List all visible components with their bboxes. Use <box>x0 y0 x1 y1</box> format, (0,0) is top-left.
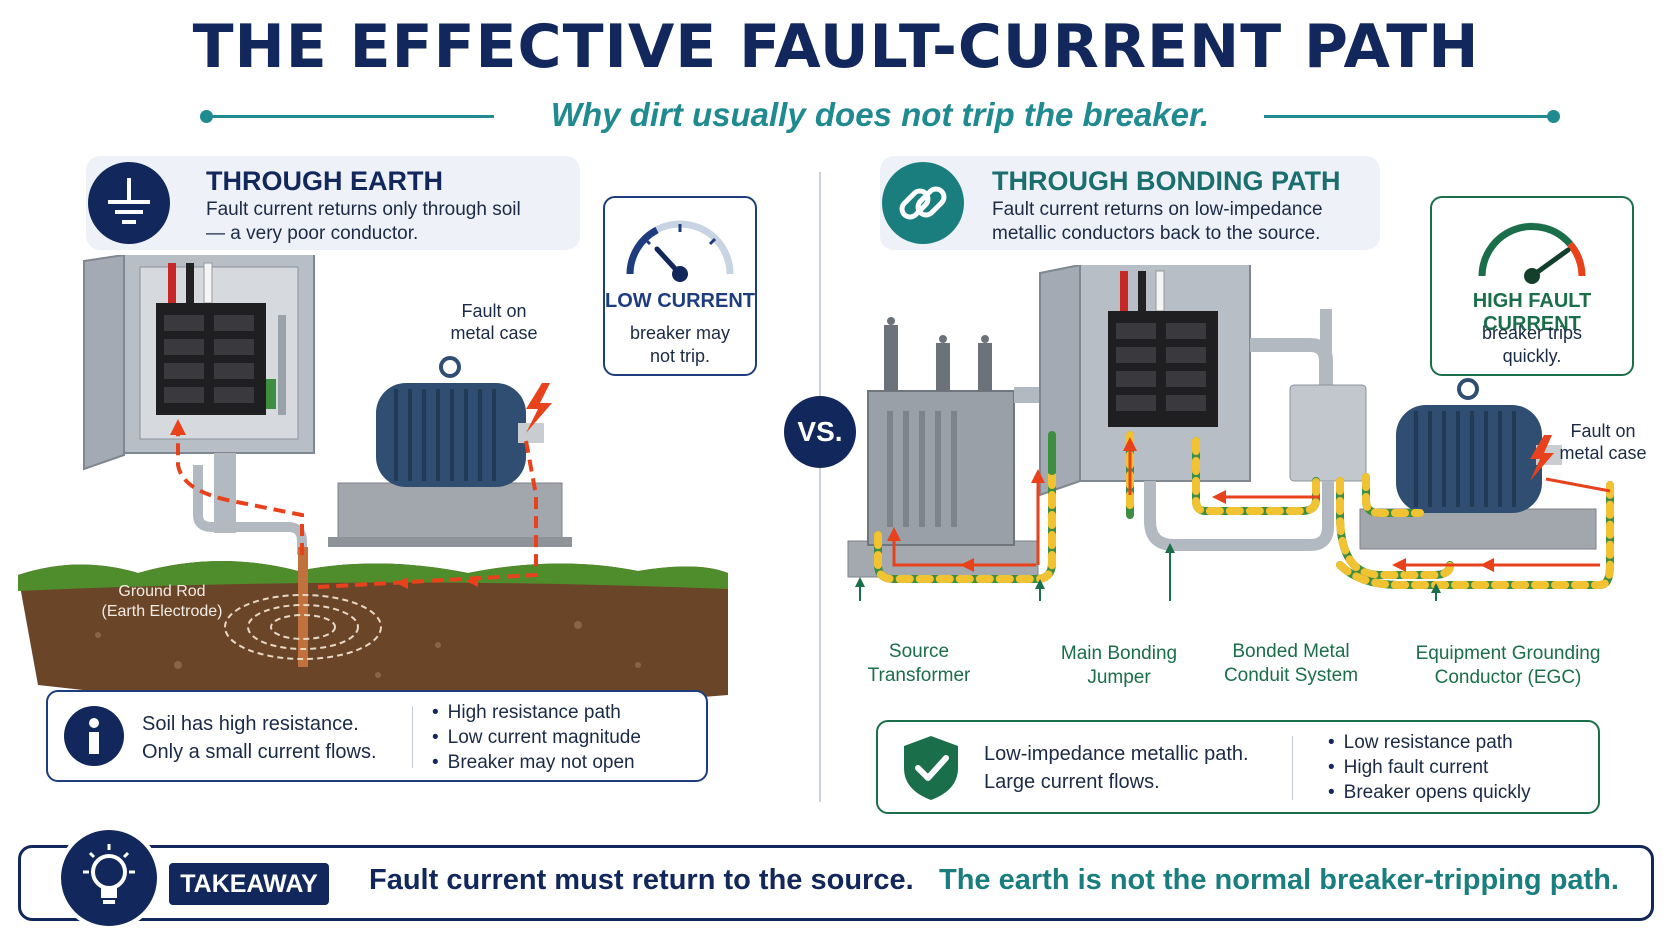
shield-check-icon <box>900 734 962 802</box>
left-fault-path <box>317 440 538 589</box>
ground-symbol-icon <box>88 162 170 244</box>
page-title: THE EFFECTIVE FAULT-CURRENT PATH <box>192 12 1480 82</box>
right-heading-title: THROUGH BONDING PATH <box>992 166 1341 196</box>
takeaway-text-1: Fault current must return to the source. <box>369 864 914 896</box>
left-heading-desc-1: Fault current returns only through soil <box>206 199 521 220</box>
subtitle-line-right <box>1264 115 1554 118</box>
junction-box <box>1289 384 1367 482</box>
right-heading-desc-1: Fault current returns on low-impedance <box>992 199 1323 220</box>
left-fault-label: Fault on metal case <box>450 301 538 343</box>
left-summary-separator <box>412 706 413 768</box>
right-summary-line-1: Low-impedance metallic path. <box>984 743 1249 765</box>
right-summary-separator <box>1292 736 1293 800</box>
list-item: High fault current <box>1328 755 1531 780</box>
low-current-gauge-card: LOW CURRENT breaker may not trip. <box>603 196 757 376</box>
subtitle-line-left <box>206 115 494 118</box>
right-summary-card: Low-impedance metallic path. Large curre… <box>876 720 1600 814</box>
low-current-desc-2: not trip. <box>649 346 711 366</box>
list-item: Low resistance path <box>1328 730 1531 755</box>
subtitle-dot-right <box>1547 110 1560 123</box>
high-gauge-icon <box>1478 222 1586 284</box>
takeaway-badge: TAKEAWAY <box>169 863 329 905</box>
motor-pad <box>337 482 563 544</box>
grass-layer <box>18 560 728 591</box>
list-item: Low current magnitude <box>432 725 641 750</box>
low-gauge-icon <box>626 220 734 282</box>
left-fault-bolt-icon <box>526 383 552 433</box>
ground-rod-label: Ground Rod (Earth Electrode) <box>101 583 223 620</box>
left-heading-desc-2: — a very poor conductor. <box>206 223 419 244</box>
high-fault-current-desc-1: breaker trips <box>1481 323 1583 343</box>
conduit-lower <box>1144 481 1334 551</box>
right-heading-desc-2: metallic conductors back to the source. <box>992 223 1321 244</box>
right-fault-bolt-icon <box>1530 435 1554 481</box>
earth-path-scene <box>18 255 728 708</box>
conduit-upper <box>1250 338 1333 385</box>
subtitle: Why dirt usually does not trip the break… <box>550 96 1210 133</box>
vs-badge: VS. <box>784 396 856 468</box>
list-item: Breaker opens quickly <box>1328 780 1531 805</box>
high-fault-current-title: HIGH FAULT CURRENT <box>1472 290 1592 335</box>
right-heading-card: THROUGH BONDING PATH Fault current retur… <box>880 156 1380 250</box>
right-summary-line-2: Large current flows. <box>984 771 1160 793</box>
subtitle-row: Why dirt usually does not trip the break… <box>200 96 1560 136</box>
left-heading-title: THROUGH EARTH <box>206 166 443 196</box>
low-current-title: LOW CURRENT <box>605 290 755 312</box>
bonding-path-scene <box>847 265 1614 601</box>
lightbulb-icon <box>57 826 161 930</box>
list-item: Breaker may not open <box>432 750 641 775</box>
left-summary-card: Soil has high resistance. Only a small c… <box>46 690 708 782</box>
label-equipment-grounding-conductor: Equipment Grounding Conductor (EGC) <box>1415 643 1601 688</box>
low-current-desc-1: breaker may <box>629 323 731 343</box>
high-fault-current-desc-2: quickly. <box>1502 346 1562 366</box>
left-summary-bullets: High resistance path Low current magnitu… <box>432 700 641 775</box>
info-icon <box>64 706 124 766</box>
chain-link-icon <box>882 162 964 244</box>
soil-layer <box>18 560 728 708</box>
ground-rod <box>298 547 308 667</box>
center-divider <box>819 172 821 802</box>
label-source-transformer: Source Transformer <box>867 641 971 686</box>
left-summary-line-2: Only a small current flows. <box>142 741 377 763</box>
panel-door <box>83 255 125 471</box>
left-heading-card: THROUGH EARTH Fault current returns only… <box>86 156 580 250</box>
right-summary-bullets: Low resistance path High fault current B… <box>1328 730 1531 805</box>
label-main-bonding-jumper: Main Bonding Jumper <box>1060 643 1178 688</box>
high-fault-current-gauge-card: HIGH FAULT CURRENT breaker trips quickly… <box>1430 196 1634 376</box>
takeaway-bar: TAKEAWAY Fault current must return to th… <box>18 826 1654 930</box>
right-motor-body <box>1396 405 1542 513</box>
list-item: High resistance path <box>432 700 641 725</box>
label-bonded-metal-conduit: Bonded Metal Conduit System <box>1223 641 1359 686</box>
right-fault-label: Fault on metal case <box>1559 421 1647 463</box>
left-summary-line-1: Soil has high resistance. <box>142 713 359 735</box>
takeaway-text-2: The earth is not the normal breaker-trip… <box>939 864 1619 896</box>
